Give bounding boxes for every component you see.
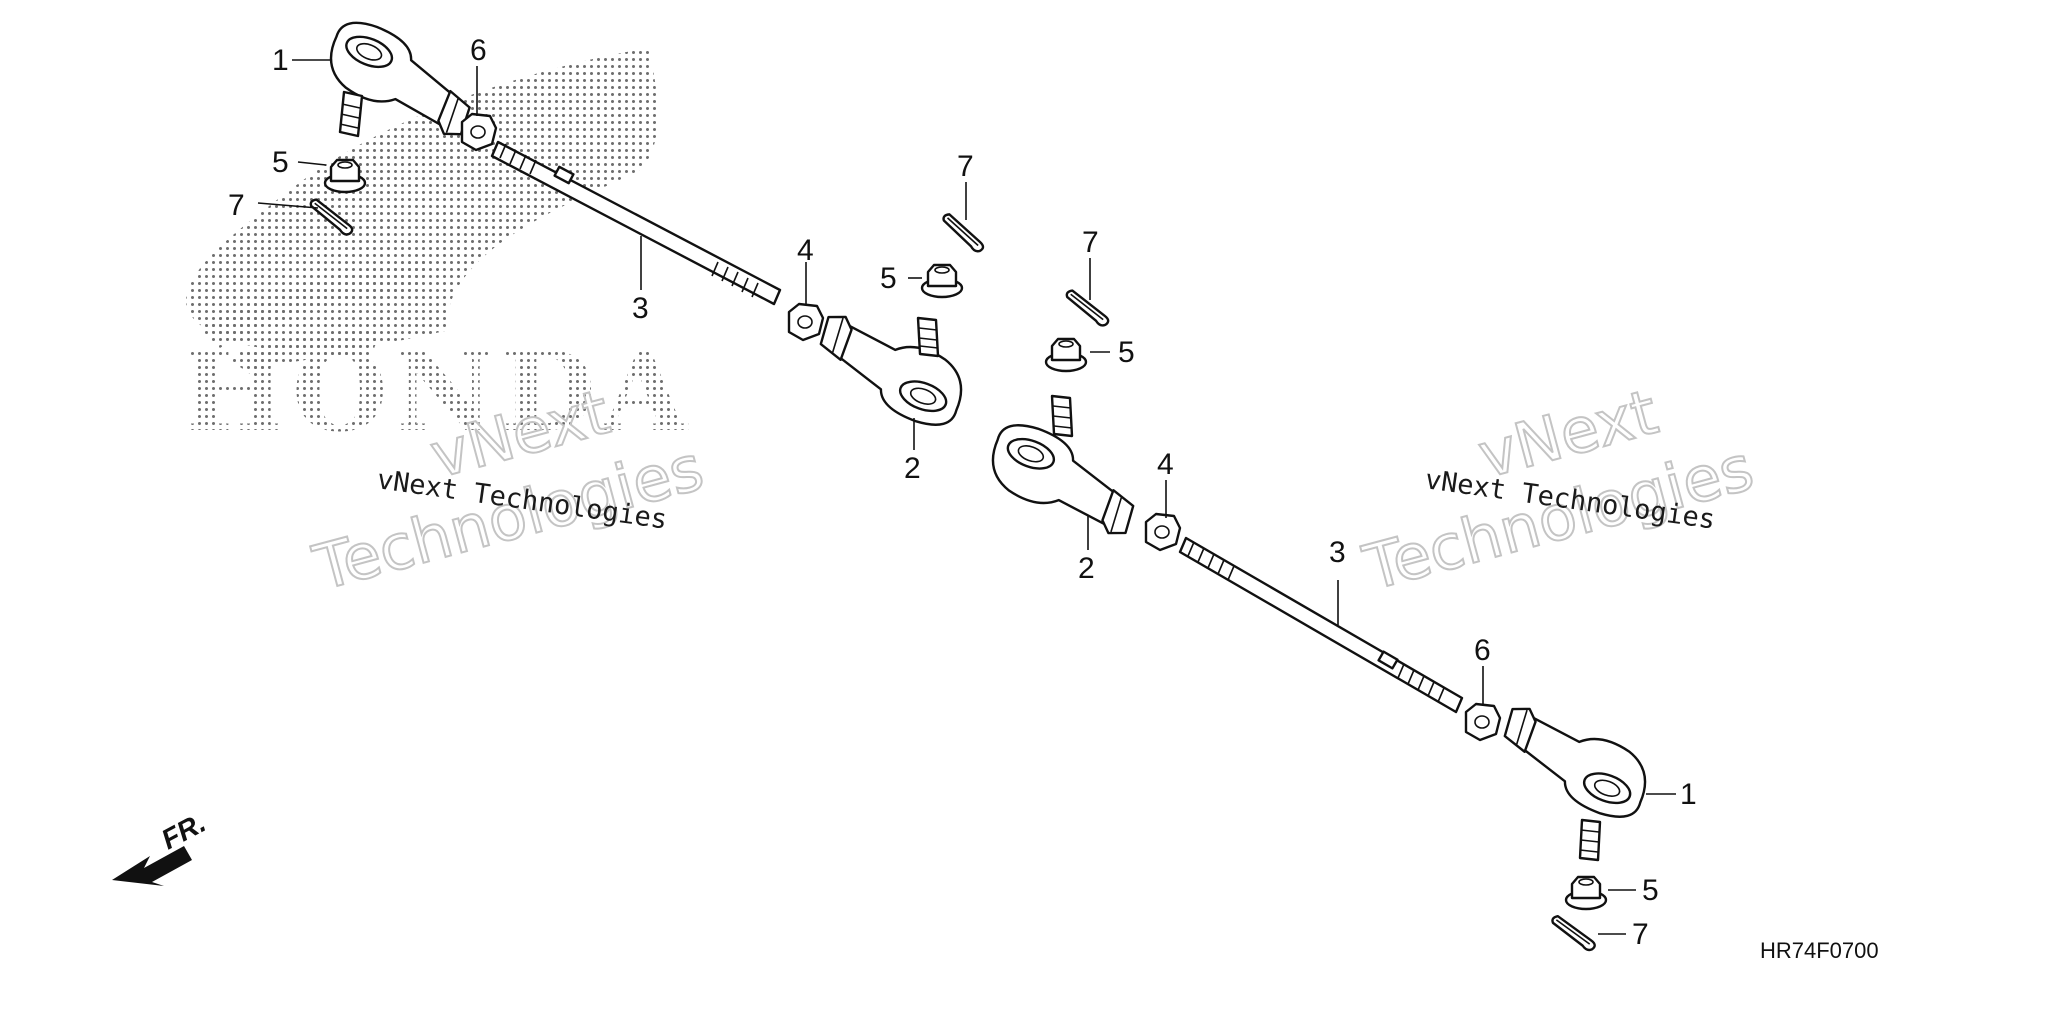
callout-3: 3 [632, 292, 649, 325]
callout-5: 5 [1118, 336, 1135, 369]
callout-5: 5 [272, 146, 289, 179]
leader-lines [257, 59, 1676, 935]
center-tie-rod-end-2b [979, 394, 1150, 540]
right-flange-nut-5 [1564, 875, 1608, 911]
center-lock-nut-4 [787, 302, 825, 342]
front-label: FR. [156, 807, 210, 856]
callout-2: 2 [904, 452, 921, 485]
left-lock-nut-6 [460, 112, 498, 152]
callout-7: 7 [1632, 918, 1649, 951]
center-cotter-pin-7b [1059, 287, 1115, 329]
callout-3: 3 [1329, 536, 1346, 569]
right-tie-rod-3 [1178, 536, 1464, 714]
right-lock-nut-4 [1144, 512, 1182, 552]
diagram-code: HR74F0700 [1760, 938, 1879, 963]
callout-6: 6 [470, 34, 487, 67]
callout-4: 4 [1157, 448, 1174, 481]
center-flange-nut-5b [1044, 337, 1088, 373]
callout-7: 7 [957, 150, 974, 183]
callout-4: 4 [797, 234, 814, 267]
callout-5: 5 [1642, 874, 1659, 907]
center-tie-rod-end-2a [804, 310, 975, 435]
watermark-right: vNext Technologies vNext Technologies [1355, 374, 1762, 606]
left-tie-rod-3 [490, 140, 782, 306]
callout-7: 7 [1082, 226, 1099, 259]
right-tie-rod-end-1 [1488, 702, 1659, 862]
center-flange-nut-5a [920, 263, 964, 299]
right-cotter-pin-7 [1545, 913, 1602, 953]
callout-1: 1 [1680, 778, 1697, 811]
honda-logo-text: HONDA [182, 327, 693, 456]
callout-6: 6 [1474, 634, 1491, 667]
callout-numbers: 1 6 5 7 3 4 5 7 2 7 5 4 2 3 6 1 5 7 [228, 34, 1697, 951]
honda-wing-logo: HONDA [182, 48, 693, 456]
callout-2: 2 [1078, 552, 1095, 585]
left-tie-rod-end-1 [316, 12, 488, 141]
callout-1: 1 [272, 44, 289, 77]
callout-7: 7 [228, 189, 245, 222]
front-direction-arrow: FR. [112, 807, 211, 886]
callout-5: 5 [880, 262, 897, 295]
right-lock-nut-6 [1464, 702, 1502, 742]
center-cotter-pin-7a [935, 211, 991, 255]
